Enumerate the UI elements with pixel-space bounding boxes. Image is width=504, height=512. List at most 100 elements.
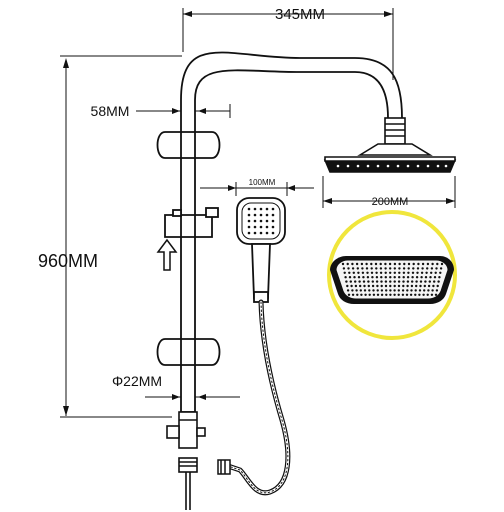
detail-nozzle bbox=[397, 289, 400, 292]
arrow-345-right bbox=[384, 11, 393, 17]
slider-knob bbox=[205, 207, 219, 218]
detail-nozzle bbox=[433, 280, 436, 283]
detail-nozzle bbox=[412, 267, 415, 270]
detail-nozzle bbox=[348, 271, 351, 274]
detail-nozzle bbox=[398, 276, 401, 279]
detail-nozzle bbox=[426, 293, 429, 296]
detail-nozzle bbox=[361, 271, 365, 274]
hand-shower-handle bbox=[251, 243, 271, 299]
detail-nozzle bbox=[361, 267, 364, 270]
slider-holder bbox=[164, 214, 213, 238]
detail-nozzle bbox=[359, 284, 362, 288]
detail-nozzle bbox=[345, 280, 348, 283]
detail-nozzle bbox=[415, 284, 418, 288]
detail-nozzle bbox=[347, 293, 351, 296]
detail-nozzle bbox=[370, 262, 373, 266]
detail-nozzle bbox=[370, 267, 373, 270]
detail-nozzle bbox=[419, 280, 423, 283]
detail-nozzle bbox=[363, 289, 367, 292]
detail-nozzle bbox=[380, 276, 383, 279]
detail-nozzle bbox=[376, 284, 379, 288]
detail-nozzle bbox=[376, 293, 380, 296]
detail-nozzle bbox=[436, 284, 439, 288]
detail-nozzle bbox=[371, 284, 375, 288]
detail-nozzle bbox=[428, 280, 431, 283]
dim-200-label: 200MM bbox=[372, 196, 409, 208]
hand-shower-nozzles bbox=[247, 207, 275, 235]
detail-nozzle bbox=[436, 262, 439, 266]
detail-nozzle bbox=[409, 293, 413, 296]
detail-nozzle bbox=[406, 284, 409, 288]
arrow-200-left bbox=[323, 198, 332, 204]
detail-nozzle-grid bbox=[341, 262, 444, 296]
detail-nozzle bbox=[440, 262, 444, 266]
detail-nozzle bbox=[384, 271, 387, 274]
overhead-arm-outer bbox=[180, 51, 403, 119]
dim-960-label: 960MM bbox=[38, 251, 98, 271]
detail-nozzle bbox=[420, 271, 424, 274]
detail-nozzle bbox=[424, 276, 428, 279]
detail-nozzle bbox=[438, 276, 441, 279]
dimension-arrows bbox=[63, 11, 455, 416]
detail-nozzle bbox=[432, 284, 435, 288]
detail-nozzle bbox=[414, 289, 417, 292]
detail-nozzle bbox=[397, 284, 401, 288]
detail-nozzle bbox=[430, 293, 434, 296]
detail-nozzle bbox=[351, 267, 355, 270]
detail-nozzle bbox=[343, 271, 346, 274]
detail-nozzle bbox=[439, 271, 442, 274]
detail-nozzle bbox=[422, 293, 425, 296]
detail-nozzle bbox=[410, 289, 413, 292]
detail-nozzle bbox=[380, 289, 384, 292]
detail-nozzle bbox=[355, 262, 359, 266]
hand-shower-face bbox=[241, 202, 281, 240]
dim-345-label: 345MM bbox=[275, 6, 325, 23]
detail-nozzle bbox=[384, 262, 387, 266]
detail-nozzle bbox=[406, 280, 410, 283]
detail-nozzle bbox=[341, 262, 345, 266]
detail-nozzle bbox=[411, 271, 415, 274]
detail-nozzle bbox=[402, 284, 405, 288]
slider-knob-left bbox=[172, 209, 182, 217]
detail-nozzle bbox=[423, 284, 426, 288]
detail-nozzle bbox=[351, 289, 354, 292]
detail-nozzle bbox=[393, 284, 396, 288]
detail-nozzle bbox=[398, 262, 401, 266]
detail-nozzle bbox=[385, 289, 388, 292]
detail-nozzle bbox=[351, 262, 354, 266]
detail-nozzle bbox=[365, 262, 368, 266]
detail-nozzle bbox=[389, 284, 392, 288]
detail-nozzle bbox=[429, 276, 432, 279]
detail-nozzle bbox=[346, 289, 350, 292]
detail-nozzle bbox=[419, 284, 422, 288]
detail-nozzle bbox=[389, 289, 392, 292]
detail-nozzle bbox=[379, 271, 383, 274]
detail-nozzle bbox=[374, 262, 378, 266]
inlet-nut bbox=[178, 457, 198, 473]
detail-nozzle bbox=[403, 262, 406, 266]
arrow-200-right bbox=[446, 198, 455, 204]
detail-nozzle bbox=[425, 271, 428, 274]
detail-nozzle bbox=[342, 267, 346, 270]
head-plate-top bbox=[324, 156, 456, 162]
hand-shower bbox=[236, 197, 286, 303]
detail-nozzle bbox=[354, 284, 358, 288]
detail-nozzle bbox=[401, 293, 405, 296]
detail-nozzle bbox=[360, 293, 363, 296]
detail-nozzle bbox=[372, 289, 375, 292]
detail-nozzle bbox=[401, 289, 405, 292]
detail-nozzle bbox=[376, 289, 379, 292]
detail-nozzle bbox=[407, 267, 410, 270]
detail-nozzle bbox=[384, 280, 388, 283]
detail-nozzle bbox=[411, 280, 414, 283]
detail-nozzle bbox=[393, 267, 396, 270]
detail-nozzle bbox=[417, 262, 420, 266]
detail-nozzle bbox=[412, 262, 415, 266]
detail-nozzle bbox=[380, 293, 384, 296]
detail-nozzle bbox=[426, 262, 430, 266]
detail-nozzle bbox=[359, 289, 362, 292]
detail-nozzle bbox=[379, 267, 383, 270]
head-dome bbox=[357, 143, 433, 156]
arrow-100-left bbox=[228, 185, 236, 191]
detail-nozzle bbox=[415, 276, 419, 279]
